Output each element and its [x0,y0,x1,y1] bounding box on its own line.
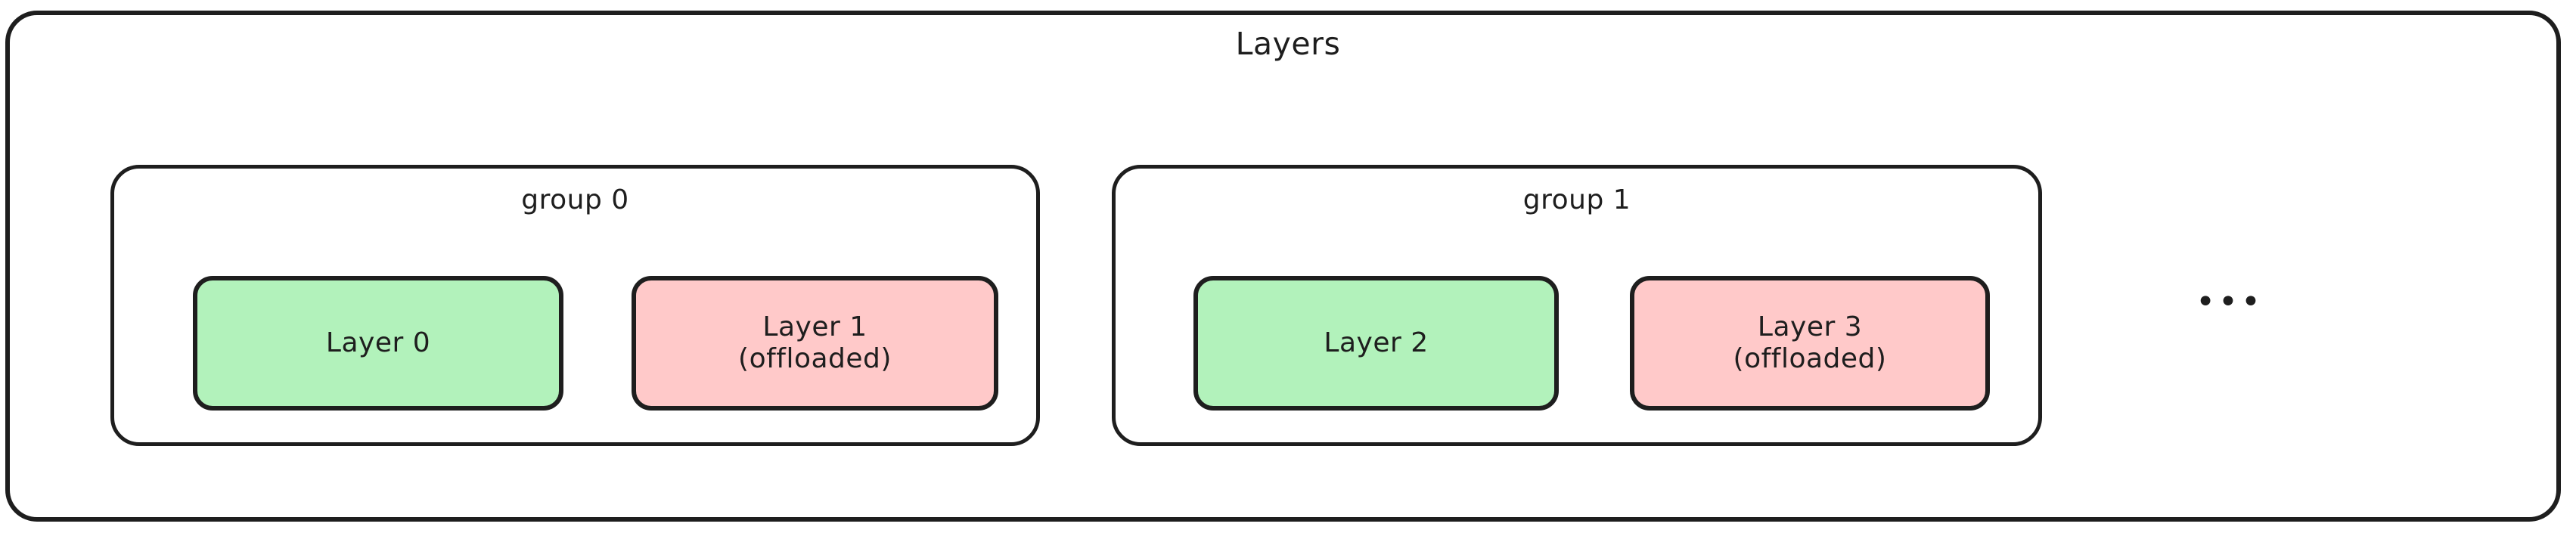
group-1-label: group 1 [1522,184,1631,215]
layers-title: Layers [1235,26,1341,62]
layer-3-card: Layer 3 (offloaded) [1630,276,1990,411]
layer-1-label: Layer 1 (offloaded) [738,311,892,374]
layer-1-card: Layer 1 (offloaded) [632,276,998,411]
layer-2-label: Layer 2 [1324,327,1429,358]
layer-3-label: Layer 3 (offloaded) [1733,311,1887,374]
layer-2-card: Layer 2 [1193,276,1559,411]
layer-0-label: Layer 0 [325,327,431,358]
layer-0-card: Layer 0 [193,276,563,411]
group-1-container [1112,165,2042,446]
group-0-container [110,165,1040,446]
layers-container [5,11,2561,522]
ellipsis-icon: ••• [2196,283,2264,321]
group-0-label: group 0 [521,184,629,215]
